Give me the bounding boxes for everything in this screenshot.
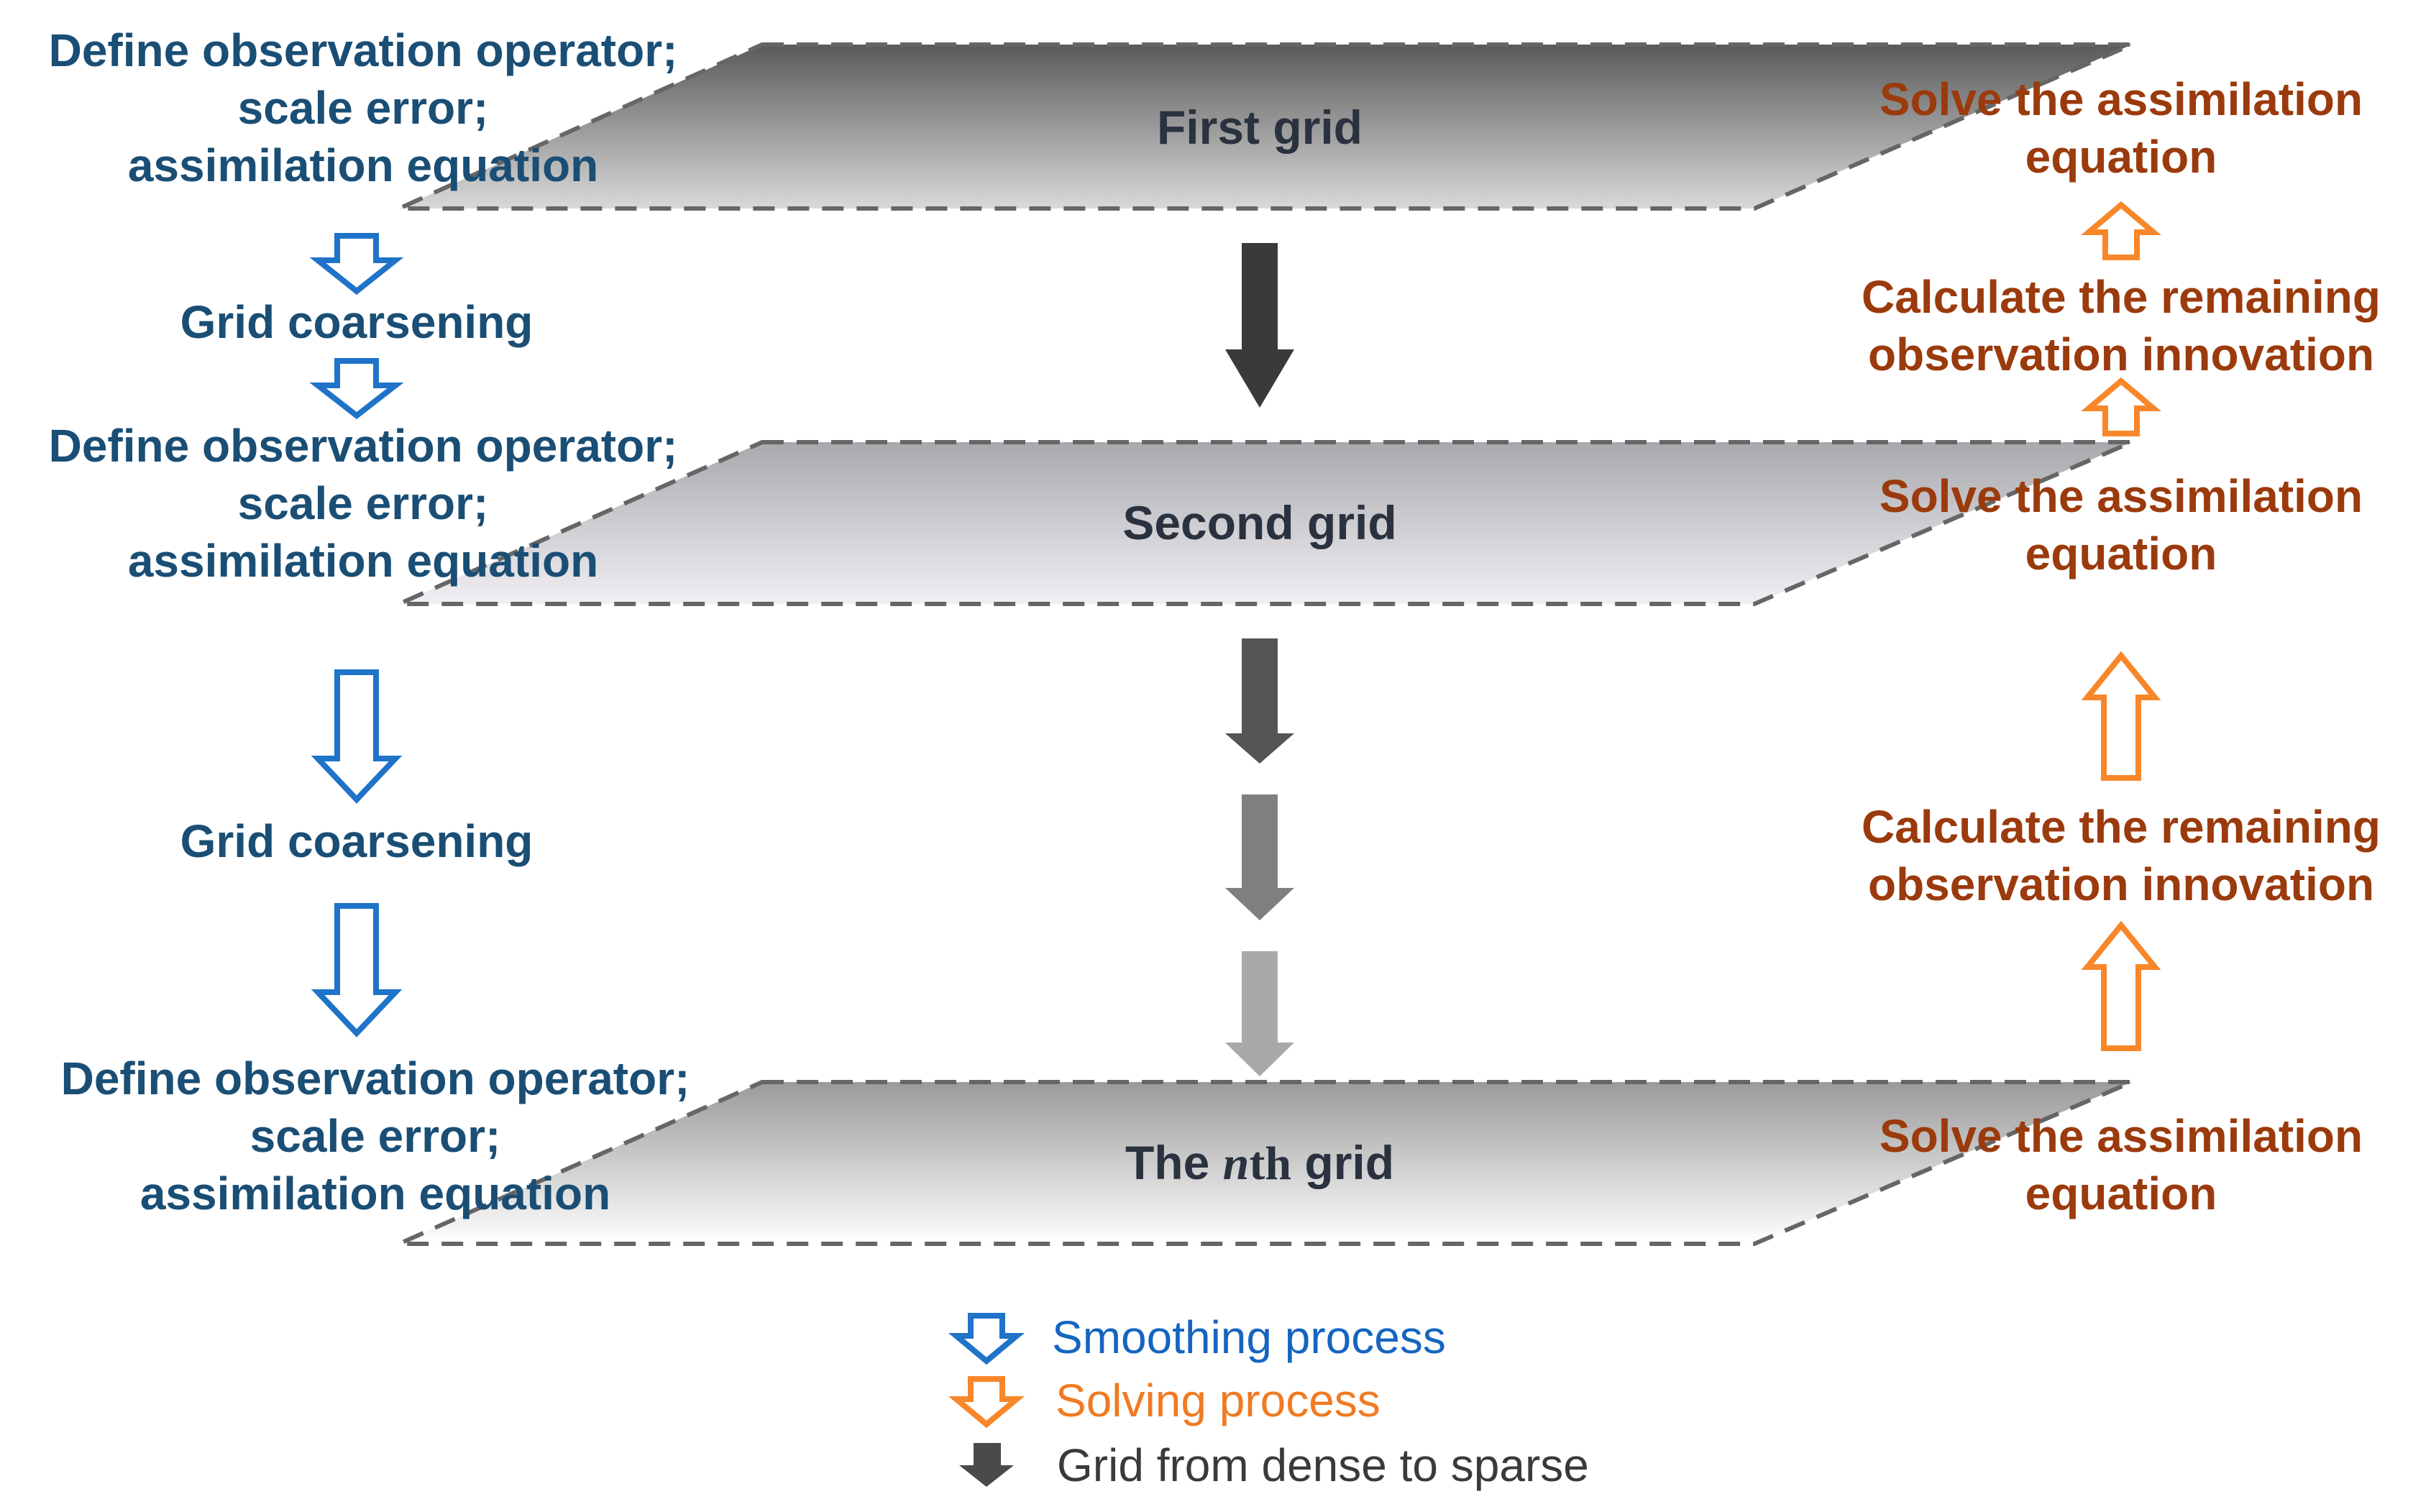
right-solve-1-line1: Solve the assimilation: [1879, 73, 2363, 125]
right-solve-2-line2: equation: [2025, 528, 2217, 579]
smoothing-arrow-3: [311, 669, 403, 804]
smoothing-arrow-2: [309, 358, 404, 420]
left-define-1: Define observation operator; scale error…: [49, 24, 678, 191]
grid-label-nth-prefix: The: [1125, 1136, 1223, 1189]
first-grid-plane: [398, 42, 2133, 211]
solving-arrow-4: [2081, 920, 2161, 1051]
grid-label-nth-n: n: [1223, 1137, 1250, 1190]
right-solve-3-line1: Solve the assimilation: [1879, 1110, 2363, 1162]
left-define-3: Define observation operator; scale error…: [61, 1053, 690, 1219]
solving-arrow-3: [2081, 651, 2161, 781]
grid-label-nth-th: th: [1249, 1137, 1291, 1190]
left-define-2-line1: Define observation operator;: [49, 420, 678, 472]
right-solve-3-line2: equation: [2025, 1168, 2217, 1219]
dense-to-sparse-arrow-1: [1225, 243, 1294, 408]
nth-grid-plane: [398, 1080, 2133, 1246]
right-solve-3: Solve the assimilation equation: [1879, 1110, 2363, 1219]
left-define-1-line2: scale error;: [238, 82, 489, 134]
left-coarsening-2: Grid coarsening: [180, 815, 534, 867]
second-grid-plane: [398, 440, 2133, 606]
dense-to-sparse-arrow-2: [1225, 638, 1294, 764]
dense-to-sparse-arrow-4: [1225, 951, 1294, 1076]
legend: Smoothing process Solving process Grid f…: [948, 1311, 1589, 1491]
right-solve-1: Solve the assimilation equation: [1879, 73, 2363, 183]
left-define-2-line3: assimilation equation: [128, 535, 598, 587]
left-define-1-line3: assimilation equation: [128, 139, 598, 191]
legend-solving-label: Solving process: [1056, 1375, 1381, 1426]
left-define-1-line1: Define observation operator;: [49, 24, 678, 76]
right-solve-2: Solve the assimilation equation: [1879, 470, 2363, 579]
solving-arrow-2: [2081, 377, 2161, 436]
grid-label-second: Second grid: [1122, 496, 1396, 549]
grid-label-nth: The nth grid: [1125, 1136, 1394, 1190]
legend-smoothing-icon: [948, 1313, 1025, 1365]
smoothing-arrow-1: [309, 233, 404, 295]
grid-label-first: First grid: [1157, 101, 1363, 154]
solving-arrow-1: [2081, 201, 2161, 260]
dense-to-sparse-arrow-3: [1225, 794, 1294, 920]
legend-dense-sparse-label: Grid from dense to sparse: [1057, 1439, 1589, 1491]
smoothing-arrow-4: [311, 903, 403, 1037]
right-calc-1: Calculate the remaining observation inno…: [1862, 271, 2381, 380]
left-define-3-line1: Define observation operator;: [61, 1053, 690, 1104]
legend-solving-icon: [948, 1376, 1025, 1429]
left-coarsening-1: Grid coarsening: [180, 296, 534, 348]
right-solve-2-line1: Solve the assimilation: [1879, 470, 2363, 522]
left-define-2: Define observation operator; scale error…: [49, 420, 678, 587]
right-calc-2-line1: Calculate the remaining: [1862, 801, 2381, 853]
left-define-2-line2: scale error;: [238, 477, 489, 529]
right-calc-1-line1: Calculate the remaining: [1862, 271, 2381, 323]
right-calc-2: Calculate the remaining observation inno…: [1862, 801, 2381, 910]
left-define-3-line2: scale error;: [250, 1110, 501, 1162]
legend-dense-sparse-icon: [959, 1443, 1014, 1487]
legend-smoothing-label: Smoothing process: [1052, 1311, 1446, 1363]
right-calc-2-line2: observation innovation: [1868, 858, 2374, 910]
right-calc-1-line2: observation innovation: [1868, 329, 2374, 380]
right-solve-1-line2: equation: [2025, 131, 2217, 183]
left-define-3-line3: assimilation equation: [140, 1168, 610, 1219]
grid-label-nth-suffix: grid: [1291, 1136, 1394, 1189]
